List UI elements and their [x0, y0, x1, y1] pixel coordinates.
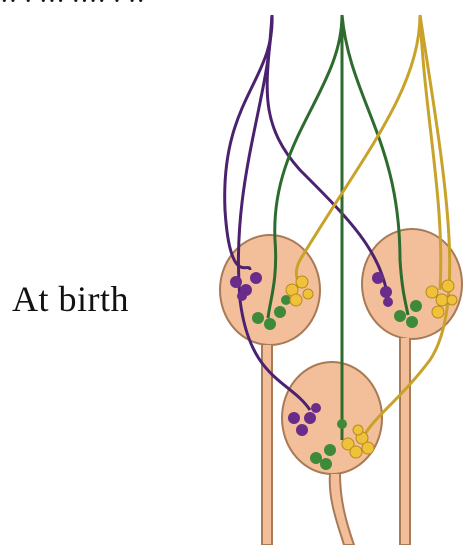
right-cell-axon [400, 338, 410, 545]
bottom-cell-axon [330, 474, 354, 545]
purple-fibers [225, 15, 388, 410]
purple-fiber-1 [225, 15, 272, 270]
